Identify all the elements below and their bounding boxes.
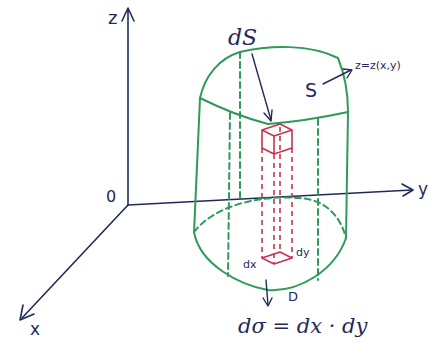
axis-arrowhead <box>122 8 134 21</box>
surface-equation: z=z(x,y) <box>355 60 401 72</box>
axis-label: x <box>30 320 40 339</box>
dimension-label: dx <box>243 259 257 271</box>
leader-line <box>266 280 268 305</box>
dimension-label: dy <box>296 247 310 259</box>
region-d <box>194 232 346 290</box>
surface-s <box>200 47 348 124</box>
leader-line <box>323 70 351 84</box>
area-element <box>262 252 292 264</box>
surface-element <box>262 124 292 136</box>
axis-arrowhead <box>402 184 413 196</box>
area-formula: dσ = dx · dy <box>238 315 367 338</box>
leader-arrowhead <box>343 69 352 78</box>
cylinder-side-hidden <box>317 119 319 280</box>
leader-arrowhead <box>263 298 272 306</box>
leader-line <box>252 54 271 120</box>
region-label: D <box>288 290 298 304</box>
axis-arrowhead <box>20 305 34 320</box>
cylinder-side-hidden <box>228 113 230 276</box>
cylinder-side <box>194 98 200 232</box>
surface-label: S <box>305 80 317 101</box>
element-label: dS <box>228 26 257 50</box>
leader-arrowhead <box>264 110 272 121</box>
surface-element <box>262 130 292 154</box>
column-edge <box>262 127 292 264</box>
origin-label: 0 <box>106 188 116 206</box>
x-axis <box>22 205 128 318</box>
z-axis <box>127 10 129 205</box>
cylinder-side <box>346 112 348 238</box>
cylinder-side-hidden <box>239 52 241 198</box>
axis-label: y <box>418 180 428 199</box>
region-d-hidden <box>194 197 346 238</box>
axis-label: z <box>108 8 117 28</box>
